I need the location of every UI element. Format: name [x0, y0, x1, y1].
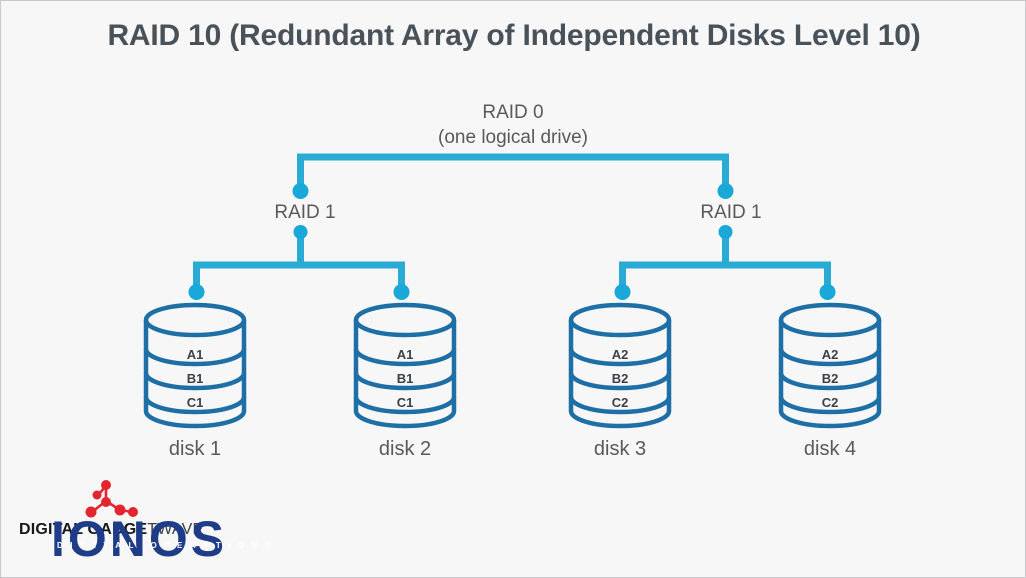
logo-watermark-area: DIGITAL GADGETWAVE IONOS DIGITAL OPERATI… [11, 479, 270, 575]
disk-1-block-1: B1 [187, 371, 204, 386]
disk-4-block-1: B2 [822, 371, 839, 386]
partner-watermark-text: DIGITAL GADGETWAVE [19, 521, 203, 539]
disk-3-block-0: A2 [612, 347, 629, 362]
raid1-left-label: RAID 1 [274, 202, 336, 223]
raid1-right-bottom-dot [718, 225, 733, 239]
partner-watermark-prefix: DIGITAL GADGE [19, 521, 148, 538]
disk-3-block-2: C2 [612, 395, 629, 410]
disk-4-block-0: A2 [822, 347, 839, 362]
page-title: RAID 10 (Redundant Array of Independent … [107, 19, 921, 52]
disk-4-block-2: C2 [822, 395, 839, 410]
raid1-right-label: RAID 1 [700, 202, 762, 223]
disk-1-label: disk 1 [168, 438, 222, 460]
raid1-left-bottom-dot [293, 225, 308, 239]
disk2-connector-dot [393, 284, 410, 300]
raid1-right-top-dot [717, 183, 734, 199]
disk-1-block-0: A1 [187, 347, 204, 362]
disk-2-block-2: C1 [397, 395, 414, 410]
disk-4-graphic: A2 B2 C2 [777, 302, 883, 429]
molecule-icon [85, 480, 138, 518]
disk-3-block-1: B2 [612, 371, 629, 386]
disk-1-block-2: C1 [187, 395, 204, 410]
raid1-left-top-dot [292, 183, 309, 199]
disk3-connector-dot [614, 284, 631, 300]
disk-2-label: disk 2 [378, 438, 432, 460]
ionos-subtext: DIGITAL OPERATIONS [57, 541, 278, 550]
partner-watermark-suffix: TWAVE [147, 521, 204, 538]
disk-3-graphic: A2 B2 C2 [567, 302, 673, 429]
disk-1-graphic: A1 B1 C1 [142, 302, 248, 429]
ionos-wordmark: IONOS [51, 511, 228, 567]
disk-4-label: disk 4 [803, 438, 857, 460]
disk4-connector-dot [819, 284, 836, 300]
disk-2-block-0: A1 [397, 347, 414, 362]
disk1-connector-dot [188, 284, 205, 300]
disk-2-block-1: B1 [397, 371, 414, 386]
disk-2-graphic: A1 B1 C1 [352, 302, 458, 429]
raid0-label: RAID 0 (one logical drive) [308, 100, 718, 150]
raid0-label-line1: RAID 0 [482, 102, 544, 123]
raid0-label-line2: (one logical drive) [438, 127, 588, 148]
disk-3-label: disk 3 [593, 438, 647, 460]
